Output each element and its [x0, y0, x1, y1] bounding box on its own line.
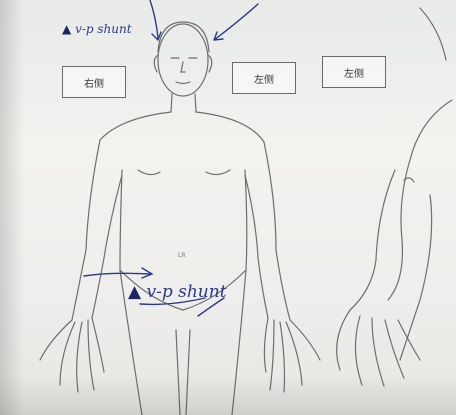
neck	[171, 94, 196, 112]
hair-line	[158, 22, 209, 52]
left-side-label-2: 左侧	[344, 65, 364, 80]
torso-left	[120, 170, 122, 270]
side-figure-head	[420, 8, 446, 60]
bottom-shadow	[0, 375, 456, 415]
pointer-arrow-2	[214, 4, 258, 40]
center-mark: LR	[178, 252, 186, 259]
abdomen-shunt-text: v-p shunt	[146, 282, 226, 302]
right-arm-inner	[245, 175, 268, 318]
shoulders	[100, 112, 264, 142]
nose	[181, 62, 185, 72]
triangle-marker-icon: ▲	[62, 22, 71, 36]
left-side-label: 左侧	[254, 71, 274, 86]
side-figure-arm	[400, 195, 432, 360]
chest-left	[138, 170, 160, 175]
mouth	[176, 82, 190, 84]
head-outline	[158, 24, 208, 96]
triangle-marker-icon: ▲	[128, 282, 141, 302]
top-shunt-note: ▲ v-p shunt	[62, 22, 132, 36]
pointer-arrow-1	[150, 0, 161, 40]
left-arm-inner	[92, 175, 122, 318]
right-side-label: 右侧	[84, 75, 104, 90]
right-side-box: 右侧	[62, 66, 126, 98]
torso-right	[245, 170, 247, 270]
chest-right	[206, 170, 230, 175]
abdomen-arrow	[84, 268, 152, 278]
ear-left	[154, 55, 158, 72]
abdomen-shunt-note: ▲ v-p shunt	[128, 282, 227, 302]
right-arm-outer	[264, 142, 290, 320]
left-side-box-2: 左侧	[322, 56, 386, 88]
left-side-box: 左侧	[232, 62, 296, 94]
paper-edge-shadow	[0, 0, 24, 415]
ear-right	[208, 55, 212, 72]
side-figure-front	[350, 170, 395, 310]
left-arm-outer	[72, 140, 100, 320]
top-shunt-text: v-p shunt	[75, 22, 132, 36]
side-figure-back	[388, 100, 452, 300]
